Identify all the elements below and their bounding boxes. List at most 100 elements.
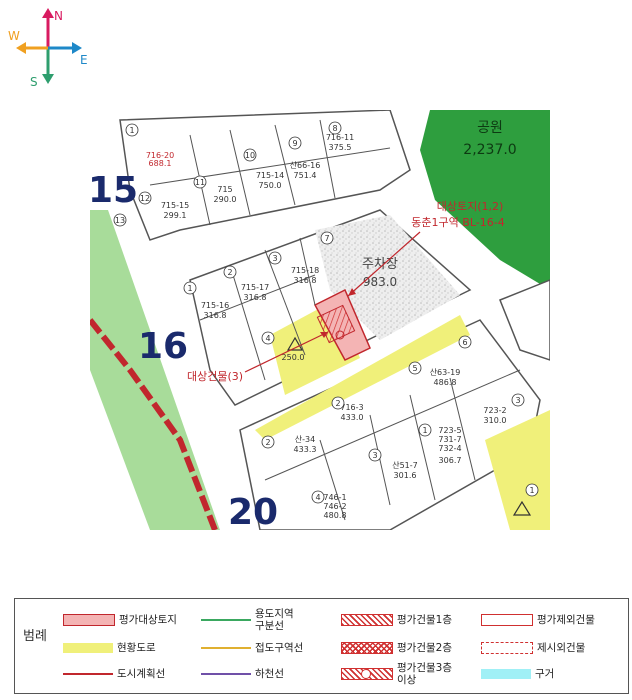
road-southeast [485, 410, 550, 530]
parcel-number-circle [138, 191, 152, 205]
legend-swatch [63, 643, 113, 653]
legend-item-excluded-building: 평가제외건물 [481, 609, 595, 631]
svg-text:716-20: 716-20 [146, 151, 174, 160]
building-floor-marker [335, 330, 345, 340]
svg-text:375.5: 375.5 [329, 143, 352, 152]
circled-numbers: 18910111213723145632412312 [113, 121, 539, 504]
parking-name: 주차장 [362, 257, 398, 272]
road-main [255, 315, 470, 440]
svg-text:316.8: 316.8 [204, 311, 227, 320]
parcel-number-circle [458, 335, 472, 349]
svg-text:산-34: 산-34 [295, 434, 315, 444]
parcel-number-circle [408, 361, 422, 375]
block-15 [119, 110, 411, 241]
parcel-number-circle [223, 265, 237, 279]
svg-text:715: 715 [217, 185, 232, 194]
svg-text:306.7: 306.7 [439, 456, 462, 465]
svg-text:산66-16: 산66-16 [290, 160, 321, 170]
legend-item-building-3f: 평가건물3층이상 [341, 662, 457, 686]
arrow-icon [348, 288, 356, 296]
svg-text:486.8: 486.8 [434, 378, 457, 387]
north-arrow-icon [42, 8, 54, 18]
parcel-number-circle [525, 483, 539, 497]
legend-item-extra-building: 제시외건물 [481, 637, 585, 659]
parking-area-value: 983.0 [363, 275, 397, 289]
legend-swatch [201, 647, 251, 649]
target-land-sublabel: 동춘1구역 BL-16-4 [411, 216, 504, 229]
park-area-value: 2,237.0 [463, 142, 516, 158]
svg-text:715-18: 715-18 [291, 266, 319, 275]
legend-title: 범례 [23, 629, 47, 644]
svg-text:산63-19: 산63-19 [430, 367, 461, 377]
parcel-number: 4 [315, 493, 320, 502]
legend-swatch [63, 673, 113, 675]
planning-line [90, 318, 218, 530]
svg-text:433.3: 433.3 [294, 445, 317, 454]
svg-text:716-11: 716-11 [326, 133, 354, 142]
legend-item-planning-line: 도시계획선 [63, 663, 165, 685]
parcel-number: 4 [265, 334, 270, 343]
parcel-number: 8 [332, 124, 337, 133]
circle-marker-icon [361, 669, 371, 679]
target-building-label: 대상건물(3) [187, 370, 243, 383]
legend-item-river-line: 하천선 [201, 663, 284, 685]
legend-swatch [63, 614, 115, 626]
parcel-number-circle [193, 175, 207, 189]
legend-swatch [481, 669, 531, 679]
compass-west-label: W [8, 29, 20, 43]
south-arrow-icon [42, 74, 54, 84]
legend-swatch [341, 614, 393, 626]
legend-item-zoning-line: 용도지역구분선 [201, 608, 303, 632]
parcel-number: 7 [324, 234, 329, 243]
block-number-16: 16 [138, 326, 188, 367]
parcel-number-circle [311, 490, 325, 504]
parcel-number: 12 [140, 194, 150, 203]
legend-item-access-line: 접도구역선 [201, 637, 303, 659]
target-building-leader [244, 331, 329, 373]
compass-south-label: S [30, 75, 38, 89]
parcel-number-circle [243, 148, 257, 162]
parcel-number-circle [368, 448, 382, 462]
parcel-number: 11 [195, 178, 205, 187]
svg-text:316.8: 316.8 [244, 293, 267, 302]
block-number-20: 20 [228, 492, 278, 530]
legend-swatch [481, 614, 533, 626]
svg-text:301.6: 301.6 [394, 471, 417, 480]
parcel-number-circle [320, 231, 334, 245]
parcel-number: 2 [265, 438, 270, 447]
svg-text:751.4: 751.4 [294, 171, 317, 180]
park-area [420, 110, 550, 290]
parcel-number-circle [261, 435, 275, 449]
parcel-number-circle [331, 396, 345, 410]
svg-text:310.0: 310.0 [484, 416, 507, 425]
parcel-number: 3 [372, 451, 377, 460]
svg-text:433.0: 433.0 [341, 413, 364, 422]
parcel-labels: 716-20 688.1 716-11 375.5 산66-16 751.4 7… [146, 133, 507, 520]
parcel-number: 13 [115, 216, 125, 225]
parcel-number-circle [418, 423, 432, 437]
parcel-lines [149, 119, 521, 521]
parcel-number-circle [113, 213, 127, 227]
west-arrow-icon [16, 42, 26, 54]
parcel-number-circle [268, 251, 282, 265]
svg-text:299.1: 299.1 [164, 211, 187, 220]
east-arrow-icon [72, 42, 82, 54]
parcel-number-circle [261, 331, 275, 345]
parcel-number: 3 [515, 396, 520, 405]
legend-swatch [201, 673, 251, 675]
parcel-number-circle [328, 121, 342, 135]
block-number-15: 15 [90, 170, 138, 211]
parcel-number: 3 [272, 254, 277, 263]
compass-east-label: E [80, 53, 88, 67]
parcel-number: 1 [187, 284, 192, 293]
svg-text:290.0: 290.0 [214, 195, 237, 204]
park-name: 공원 [477, 120, 503, 136]
svg-text:480.8: 480.8 [324, 511, 347, 520]
svg-text:715-16: 715-16 [201, 301, 229, 310]
svg-text:250.0: 250.0 [282, 353, 305, 362]
target-land-label: 대상토지(1,2) [437, 200, 504, 213]
compass: N W E S [0, 0, 100, 100]
legend-swatch [341, 642, 393, 654]
